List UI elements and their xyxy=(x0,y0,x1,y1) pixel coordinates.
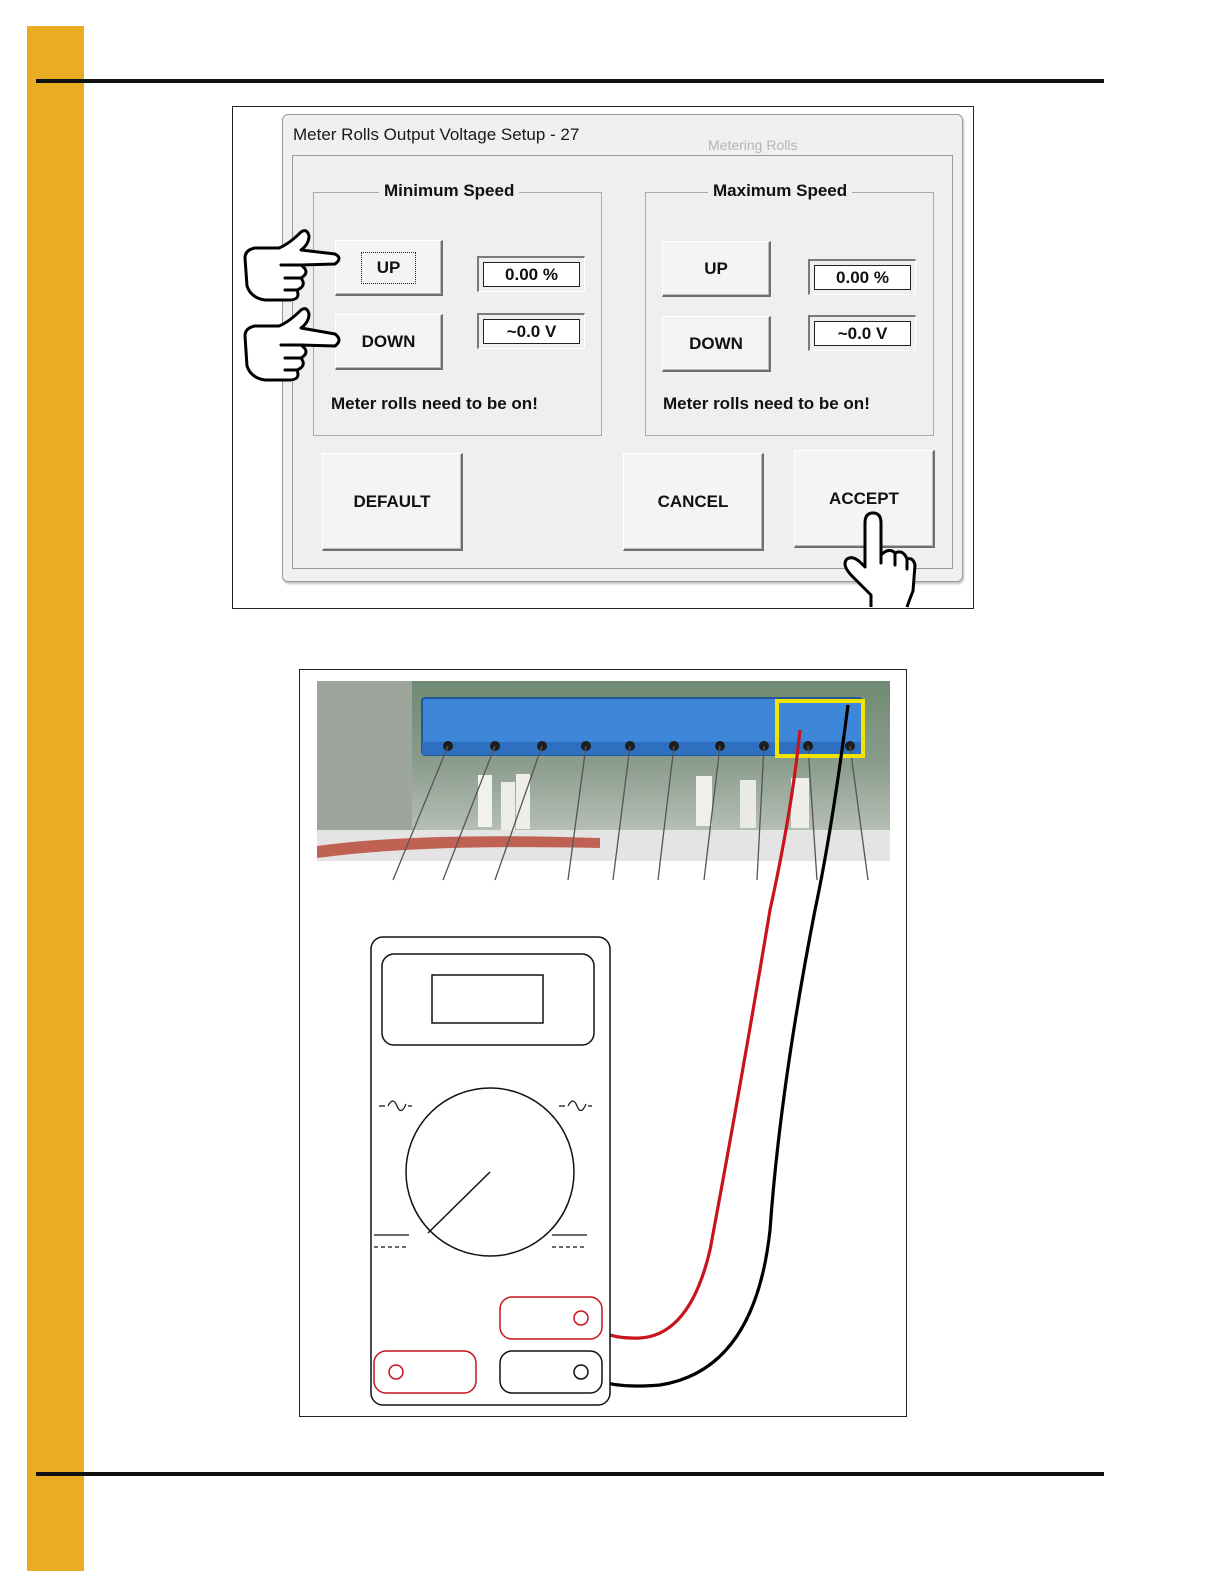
min-voltage-readout: ~0.0 V xyxy=(477,313,585,349)
maximum-speed-legend: Maximum Speed xyxy=(708,181,852,201)
tapping-hand-icon xyxy=(831,511,917,609)
min-percent-readout: 0.00 % xyxy=(477,256,585,292)
dialog-figure: Meter Rolls Output Voltage Setup - 27 Me… xyxy=(232,106,974,609)
cancel-button[interactable]: CANCEL xyxy=(623,453,764,551)
max-up-label: UP xyxy=(704,259,728,279)
max-down-button[interactable]: DOWN xyxy=(662,316,771,372)
sidebar-accent-bar xyxy=(27,26,84,1571)
wiring-figure xyxy=(299,669,907,1417)
min-up-button[interactable]: UP xyxy=(335,240,443,296)
minimum-speed-group: Minimum Speed UP DOWN 0.00 % ~0.0 V Mete… xyxy=(313,192,602,436)
default-button[interactable]: DEFAULT xyxy=(322,453,463,551)
wire-ferrule xyxy=(501,782,515,830)
pointing-hand-icon xyxy=(241,304,345,382)
min-up-label: UP xyxy=(365,256,413,280)
max-up-button[interactable]: UP xyxy=(662,241,771,297)
pointing-hand-icon xyxy=(241,228,345,304)
meter-display xyxy=(432,975,543,1023)
max-percent-value: 0.00 % xyxy=(814,265,911,290)
min-percent-value: 0.00 % xyxy=(483,262,580,287)
header-rule xyxy=(36,79,1104,83)
wire-ferrule xyxy=(740,780,756,828)
max-voltage-value: ~0.0 V xyxy=(814,321,911,346)
wire-ferrule xyxy=(696,776,712,826)
common-jack xyxy=(574,1365,588,1379)
cancel-label: CANCEL xyxy=(658,492,729,512)
max-voltage-readout: ~0.0 V xyxy=(808,315,916,351)
dialog-title: Meter Rolls Output Voltage Setup - 27 xyxy=(293,125,579,145)
min-down-label: DOWN xyxy=(362,332,416,352)
maximum-speed-group: Maximum Speed UP DOWN 0.00 % ~0.0 V Mete… xyxy=(645,192,934,436)
multimeter xyxy=(371,937,610,1405)
accept-label: ACCEPT xyxy=(829,489,899,509)
max-percent-readout: 0.00 % xyxy=(808,259,916,295)
minimum-speed-legend: Minimum Speed xyxy=(379,181,519,201)
min-voltage-value: ~0.0 V xyxy=(483,319,580,344)
background-tab-label: Metering Rolls xyxy=(708,137,797,153)
wiring-diagram xyxy=(300,670,906,1416)
default-label: DEFAULT xyxy=(353,492,430,512)
footer-rule xyxy=(36,1472,1104,1476)
max-warning-text: Meter rolls need to be on! xyxy=(663,394,870,414)
current-input-jack xyxy=(389,1365,403,1379)
terminal-block-photo xyxy=(317,681,890,880)
max-down-label: DOWN xyxy=(689,334,743,354)
dialog-client-area: Minimum Speed UP DOWN 0.00 % ~0.0 V Mete… xyxy=(292,155,953,569)
min-down-button[interactable]: DOWN xyxy=(335,314,443,370)
min-warning-text: Meter rolls need to be on! xyxy=(331,394,538,414)
voltage-input-jack xyxy=(574,1311,588,1325)
